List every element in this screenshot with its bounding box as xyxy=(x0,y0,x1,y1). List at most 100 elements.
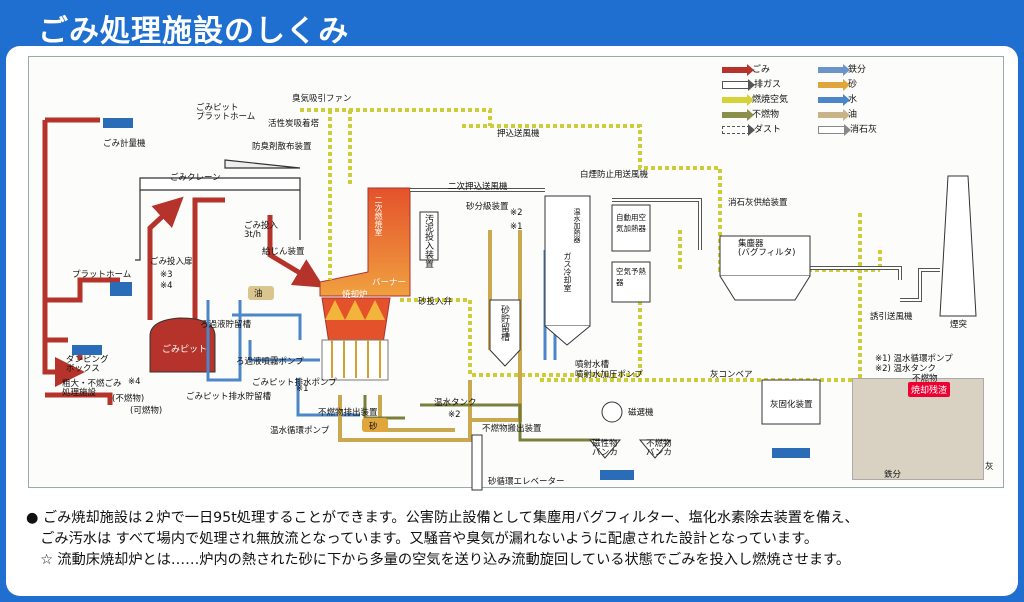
oil-badge xyxy=(248,286,274,300)
label-mark3: ※3 xyxy=(160,270,173,280)
label-mark4: ※4 xyxy=(160,281,173,291)
label-mark4b: ※4 xyxy=(128,377,141,387)
label-mark1: ※1 xyxy=(510,222,523,232)
label-mark1b: ※1 xyxy=(296,384,309,394)
label-activated-carbon: 活性炭吸着塔 xyxy=(268,119,320,129)
label-bag-filter: 集塵器 (バグフィルタ) xyxy=(738,239,796,258)
air-heaters xyxy=(611,204,651,303)
legend-item: 不燃物 xyxy=(722,108,779,121)
label-sand-elevator: 砂循環エレベーター xyxy=(488,477,565,487)
label-auto-air: 自動用空気加熱器 xyxy=(616,213,646,233)
legend-swatch xyxy=(722,108,754,121)
label-secondary-fan: 二次押込送風機 xyxy=(448,182,508,192)
label-chimney: 煙突 xyxy=(950,320,968,330)
ash-solidifier-box xyxy=(761,379,821,425)
label-lime-feeder: 消石灰供給装置 xyxy=(728,198,788,208)
photo-label-ash: 灰 xyxy=(985,462,994,472)
legend-swatch xyxy=(818,63,850,76)
hopper-truck xyxy=(110,282,132,296)
label-noncomb-conveyor: 不燃物搬出装置 xyxy=(482,424,542,434)
incinerator xyxy=(319,187,411,381)
scale-truck xyxy=(103,118,133,128)
exhaust-gas-inner xyxy=(410,189,940,301)
label-spray-pump: 噴射水加圧ポンプ xyxy=(575,370,643,380)
label-filtrate-pump: ろ過液噴霧ポンプ xyxy=(236,357,304,367)
pit-label: ごみピット xyxy=(162,343,207,355)
label-secondary-chamber: 二次燃焼室 xyxy=(374,196,383,236)
photo-title: 焼却残渣 xyxy=(908,382,951,397)
sand-silo xyxy=(489,299,521,367)
chimney-shape xyxy=(939,175,977,317)
label-magnetic-bunker: 磁性物 バンカ xyxy=(592,439,618,458)
description-line-2: ごみ汚水は すべて場内で処理され無放流となっています。又騒音や臭気が漏れないよう… xyxy=(26,531,819,547)
label-noncomb-discharge: 不燃物排出装置 xyxy=(318,408,378,418)
legend-item: ごみ xyxy=(722,63,770,76)
description-text: ● ごみ焼却施設は２炉で一日95t処理することができます。公害防止設備として集塵… xyxy=(26,508,1006,571)
ash-truck xyxy=(772,448,810,458)
legend-item: ダスト xyxy=(722,123,781,136)
label-magnet: 磁選機 xyxy=(628,408,654,418)
label-platform: プラットホーム xyxy=(72,270,132,280)
label-odor-fan: 臭気吸引ファン xyxy=(292,94,352,104)
label-deodorizer: 防臭剤散布装置 xyxy=(252,142,312,152)
label-mark2b: ※2 xyxy=(448,410,461,420)
receiving-building xyxy=(135,159,301,261)
label-oil: 油 xyxy=(254,289,263,299)
photo-label-iron: 鉄分 xyxy=(884,470,902,480)
label-pit-drain-tank: ごみピット排水貯留槽 xyxy=(186,392,272,402)
sludge-feed-box xyxy=(419,211,439,261)
legend-swatch xyxy=(722,78,755,91)
description-line-1: ● ごみ焼却施設は２炉で一日95t処理することができます。公害防止設備として集塵… xyxy=(26,510,859,526)
label-bulky: 粗大・不燃ごみ 処理施設 xyxy=(62,379,122,398)
label-nonmag-bunker: 不燃物 バンカ xyxy=(646,439,672,458)
garbage-pit xyxy=(149,317,216,373)
page-title: ごみ処理施設のしくみ xyxy=(38,14,350,49)
title-tab xyxy=(0,0,440,50)
noncomb-truck xyxy=(600,470,634,480)
description-line-3: ☆ 流動床焼却炉とは……炉内の熱された砂に下から多量の空気を送り込み流動旋回して… xyxy=(26,552,851,568)
label-warm-air: 温水加熱器 xyxy=(573,208,581,243)
legend-item: 消石灰 xyxy=(818,123,877,136)
label-feed-device: 給じん装置 xyxy=(262,247,305,257)
label-hopper-door: ごみ投入扉 xyxy=(150,257,193,267)
label-spray-tank: 噴射水槽 xyxy=(575,360,610,370)
legend-item: 排ガス xyxy=(722,78,781,91)
magnetic-separator xyxy=(588,401,672,459)
label-push-fan: 押込送風機 xyxy=(497,129,540,139)
label-induced-fan: 誘引送風機 xyxy=(870,312,913,322)
legend-item: 燃焼空気 xyxy=(722,93,788,106)
sand-elevator xyxy=(471,434,483,491)
label-feed-3t: ごみ投入 3t/h xyxy=(244,221,279,240)
legend-swatch xyxy=(818,123,851,136)
label-nonburnable: (不燃物) xyxy=(112,394,145,404)
label-warm-pump: 温水循環ポンプ xyxy=(270,426,330,436)
label-ash-solid: 灰固化装置 xyxy=(770,400,813,410)
photo-label-nonburn: 不燃物 xyxy=(912,374,938,384)
label-sand-storage: 砂貯留槽 xyxy=(499,305,509,341)
label-gas-cooler: ガス冷却室 xyxy=(563,252,572,292)
legend-swatch xyxy=(722,93,754,106)
legend: ごみ 排ガス 燃焼空気 不燃物 ダスト 鉄分 砂 水 油 消石灰 xyxy=(722,63,897,142)
label-pit-drain: ごみピット排水ポンプ xyxy=(252,378,337,388)
label-air-preheater: 空気予熱器 xyxy=(616,267,646,287)
label-filtrate-tank: ろ過液貯留槽 xyxy=(200,320,252,330)
bag-filter xyxy=(719,235,811,301)
sand-badge xyxy=(362,418,388,432)
legend-swatch xyxy=(818,108,850,121)
label-sand-feed: 砂投入弁 xyxy=(418,297,453,307)
label-burner: バーナー xyxy=(372,278,407,288)
legend-swatch xyxy=(722,63,754,76)
gas-cooler xyxy=(544,195,591,346)
garbage-flow-lines xyxy=(42,117,325,405)
legend-item: 鉄分 xyxy=(818,63,866,76)
legend-swatch xyxy=(818,78,850,91)
label-note2: ※2) 温水タンク xyxy=(875,364,937,374)
label-pit-platform: ごみピット プラットホーム xyxy=(196,103,256,122)
label-scale: ごみ計量機 xyxy=(103,139,146,149)
label-furnace: 焼却炉 xyxy=(342,290,368,300)
label-sand-classifier: 砂分級装置 xyxy=(466,202,509,212)
label-mark2: ※2 xyxy=(510,208,523,218)
dump-truck xyxy=(72,345,102,355)
label-ash-conveyor: 灰コンベア xyxy=(710,370,753,380)
